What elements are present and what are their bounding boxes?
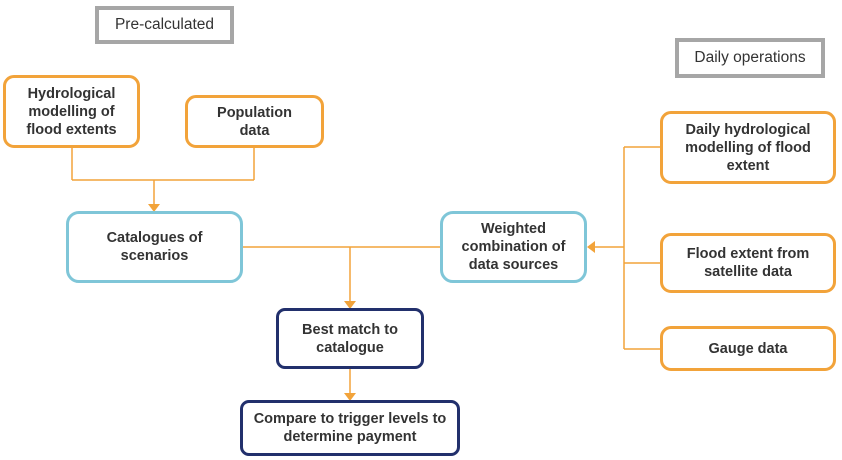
arrowhead-catalogues — [148, 204, 160, 212]
arrowhead-weighted — [587, 241, 595, 253]
flood-extent-satellite-node: Flood extent from satellite data — [660, 233, 836, 293]
weighted-combination-node: Weighted combination of data sources — [440, 211, 587, 283]
weighted-combination-text: Weighted combination of data sources — [461, 221, 566, 273]
best-match-text: Best match to catalogue — [302, 321, 398, 356]
flood-extent-satellite-text: Flood extent from satellite data — [686, 246, 810, 280]
compare-trigger-text: Compare to trigger levels to determine p… — [253, 411, 447, 445]
daily-operations-label: Daily operations — [675, 38, 825, 78]
gauge-data-node: Gauge data — [660, 326, 836, 371]
daily-operations-label-text: Daily operations — [694, 49, 806, 66]
daily-hydrological-node: Daily hydrological modelling of flood ex… — [660, 111, 836, 184]
catalogues-text: Catalogues of scenarios — [106, 230, 203, 264]
arrowhead-compare — [344, 393, 356, 401]
hydrological-modelling-text: Hydrological modelling of flood extents — [26, 85, 117, 138]
precalculated-label-text: Pre-calculated — [114, 16, 215, 33]
best-match-node: Best match to catalogue — [276, 308, 424, 369]
gauge-data-text: Gauge data — [708, 340, 788, 357]
population-data-node: Population data — [185, 95, 324, 148]
population-data-text: Population data — [217, 104, 292, 139]
compare-trigger-node: Compare to trigger levels to determine p… — [240, 400, 460, 456]
daily-hydrological-text: Daily hydrological modelling of flood ex… — [685, 121, 811, 174]
precalculated-label: Pre-calculated — [95, 6, 234, 44]
arrowhead-best-match — [344, 301, 356, 309]
hydrological-modelling-node: Hydrological modelling of flood extents — [3, 75, 140, 148]
catalogues-node: Catalogues of scenarios — [66, 211, 243, 283]
